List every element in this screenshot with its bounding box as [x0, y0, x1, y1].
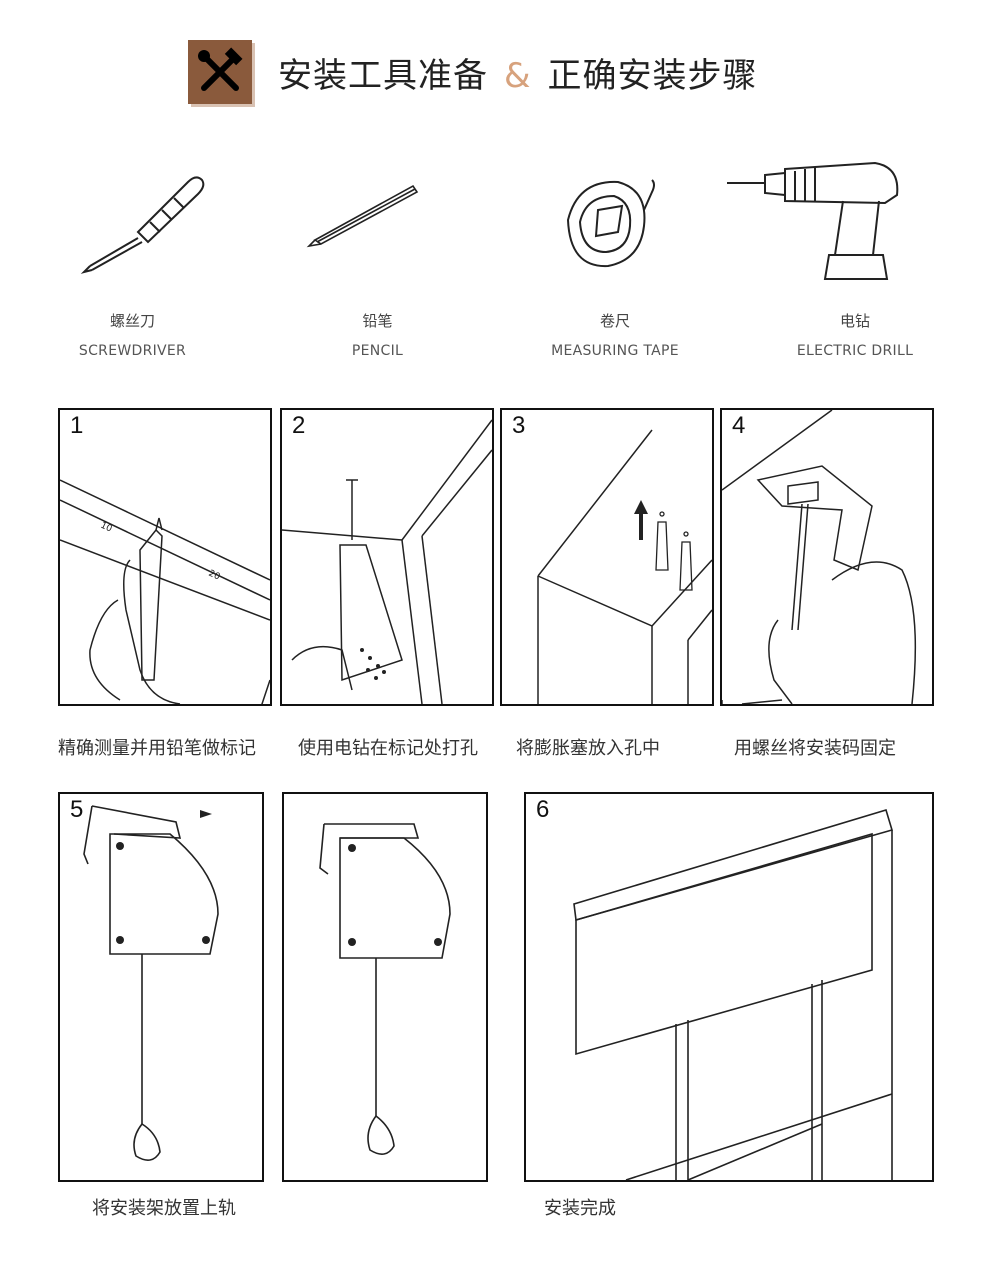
- tool-label-cn: 卷尺: [599, 312, 630, 330]
- step-panel-4: 4: [720, 408, 934, 706]
- step-panel-1: 1 10 20: [58, 408, 272, 706]
- tool-screwdriver: 螺丝刀 SCREWDRIVER: [60, 310, 205, 359]
- step-caption-5: 将安装架放置上轨: [92, 1198, 236, 1219]
- step-panel-3: 3: [500, 408, 714, 706]
- step-number: 2: [292, 412, 306, 439]
- measure-and-mark-illustration: 10 20: [60, 479, 270, 704]
- step-caption-3: 将膨胀塞放入孔中: [516, 738, 660, 759]
- step-caption-6: 安装完成: [544, 1198, 616, 1219]
- tool-label-en: ELECTRIC DRILL: [796, 343, 914, 359]
- tool-label-en: SCREWDRIVER: [78, 343, 187, 359]
- title-ampersand: &: [504, 56, 532, 96]
- step-panel-5b: [282, 792, 488, 1182]
- installation-complete-illustration: [573, 809, 893, 1180]
- screwdriver-icon: [78, 160, 208, 280]
- electric-drill-icon: [725, 155, 910, 290]
- step-panel-2: 2: [280, 408, 494, 706]
- page-title: 安装工具准备&正确安装步骤: [278, 48, 758, 98]
- tools-icon: [188, 40, 252, 104]
- tool-label-en: PENCIL: [351, 343, 404, 359]
- step-number: 4: [732, 412, 746, 439]
- step-panel-6: 6: [524, 792, 934, 1182]
- title-part-1: 安装工具准备: [278, 56, 488, 96]
- step-number: 5: [70, 796, 84, 823]
- pencil-icon: [305, 180, 425, 250]
- tool-electric-drill: 电钻 ELECTRIC DRILL: [775, 310, 935, 359]
- step-number: 1: [70, 412, 84, 439]
- drill-hole-illustration: [282, 419, 492, 704]
- tool-pencil: 铅笔 PENCIL: [305, 310, 450, 359]
- tool-label-en: MEASURING TAPE: [551, 343, 679, 359]
- ruler-label-10: 10: [99, 521, 114, 535]
- step-number: 3: [512, 412, 526, 439]
- tool-measuring-tape: 卷尺 MEASURING TAPE: [530, 310, 700, 359]
- step-caption-4: 用螺丝将安装码固定: [734, 738, 896, 759]
- step-caption-2: 使用电钻在标记处打孔: [298, 738, 478, 759]
- tool-label-cn: 螺丝刀: [109, 312, 155, 330]
- bracket-seated-illustration: [319, 823, 451, 1155]
- fix-bracket-illustration: [722, 410, 917, 704]
- ruler-label-20: 20: [207, 569, 222, 583]
- step-number: 6: [536, 796, 550, 823]
- step-caption-1: 精确测量并用铅笔做标记: [58, 738, 256, 759]
- tool-label-cn: 铅笔: [362, 312, 393, 330]
- measuring-tape-icon: [548, 170, 668, 280]
- title-part-2: 正确安装步骤: [547, 56, 758, 96]
- bracket-on-rail-illustration: [83, 805, 219, 1161]
- insert-anchors-illustration: [537, 429, 712, 704]
- step-panel-5: 5: [58, 792, 264, 1182]
- tool-label-cn: 电钻: [839, 312, 870, 330]
